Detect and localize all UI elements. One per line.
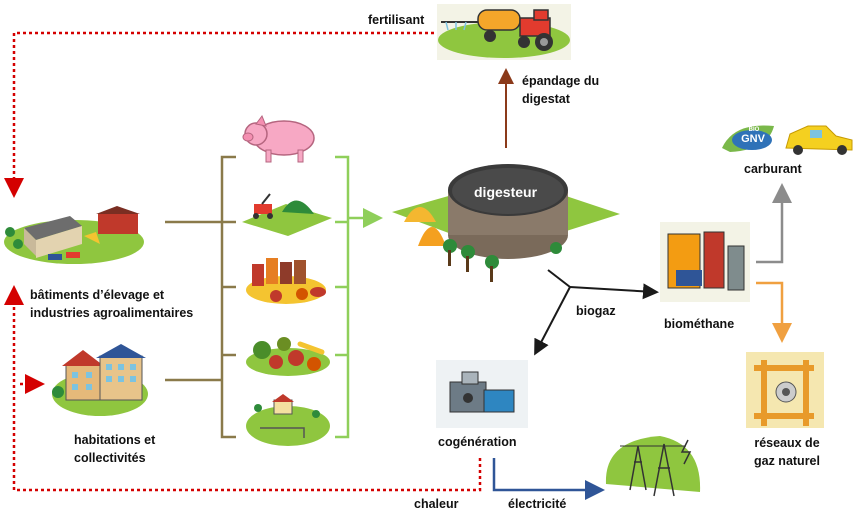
biomethane-plant-icon (660, 222, 750, 302)
epandage-label: épandage du digestat (522, 72, 599, 108)
carburant-arrow (756, 183, 792, 264)
fertilisant-label: fertilisant (368, 13, 425, 27)
habitations-label: habitations et collectivités (74, 431, 155, 467)
houses-icon (52, 344, 148, 416)
electricite-label: électricité (508, 497, 567, 511)
gas-network-icon (746, 352, 824, 428)
fertilisant-arrow (4, 31, 440, 198)
digesteur-label: digesteur (474, 184, 538, 200)
biomethane-label: biométhane (664, 317, 735, 331)
power-lines-icon (605, 436, 701, 497)
cogeneration-unit-icon (436, 360, 528, 428)
biogaz-label: biogaz (576, 304, 616, 318)
epandage-label-line2: digestat (522, 92, 570, 106)
gnv-badge-icon (722, 125, 774, 152)
tractor-icon (437, 4, 571, 60)
electricite-arrow (492, 458, 605, 500)
reseaux-arrow (756, 281, 792, 343)
habitations-label-line2: collectivités (74, 451, 146, 465)
chaleur-arrow (3, 285, 482, 492)
output-bracket (335, 155, 383, 439)
gnv-badge-main-text: GNV (741, 133, 765, 145)
digester-icon (392, 164, 620, 282)
reseaux-label-line2: gaz naturel (754, 454, 820, 468)
carburant-label: carburant (744, 162, 802, 176)
reseaux-label-line1: réseaux de (754, 436, 820, 450)
gnv-badge-top-text: BIO (748, 127, 760, 133)
epandage-label-line1: épandage du (522, 74, 600, 88)
pig-icon (242, 114, 315, 163)
vegetable-waste-icon (246, 337, 330, 376)
biogaz-arrows (534, 269, 659, 356)
food-waste-icon (246, 258, 326, 304)
batiments-label: bâtiments d’élevage et industries agroal… (30, 286, 193, 322)
lawnmower-icon (242, 193, 332, 236)
farm-buildings-icon (4, 206, 144, 264)
chaleur-label: chaleur (414, 497, 459, 511)
batiments-label-line1: bâtiments d’élevage et (30, 288, 165, 302)
cogeneration-label: cogénération (438, 435, 517, 449)
input-bracket (165, 155, 236, 439)
field-icon (246, 394, 330, 446)
reseaux-label: réseaux de gaz naturel (742, 434, 832, 470)
batiments-label-line2: industries agroalimentaires (30, 306, 194, 320)
car-icon (785, 125, 853, 155)
habitations-label-line1: habitations et (74, 433, 156, 447)
